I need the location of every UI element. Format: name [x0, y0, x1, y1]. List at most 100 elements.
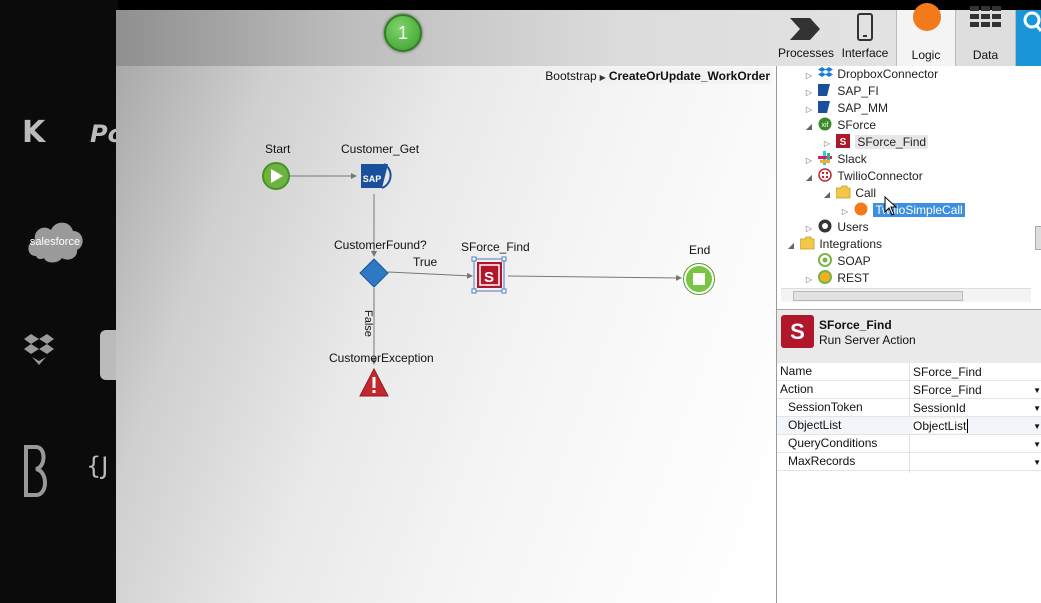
sap-icon	[818, 84, 831, 96]
top-toolbar: 1 Processes Interface Logic	[116, 3, 1041, 66]
collapse-arrow-icon[interactable]: ◢	[823, 190, 831, 199]
property-value[interactable]: SForce_Find	[913, 365, 982, 379]
tree-item-sap-fi[interactable]: ▷ SAP_FI	[803, 83, 879, 100]
tree-item-label: SForce	[837, 118, 877, 132]
tree-item-label: DropboxConnector	[837, 67, 939, 81]
property-row-action[interactable]: Action SForce_Find ▼	[777, 381, 1041, 399]
collapse-arrow-icon[interactable]: ◢	[787, 241, 795, 250]
property-row-queryconditions[interactable]: QueryConditions ▼	[777, 435, 1041, 453]
breadcrumb: Bootstrap▶CreateOrUpdate_WorkOrder	[543, 68, 772, 84]
collapse-arrow-icon[interactable]: ◢	[805, 173, 813, 182]
tree-item-label: TwilioConnector	[837, 169, 923, 183]
sap-icon	[818, 101, 831, 113]
start-node	[262, 162, 290, 190]
property-name: MaxRecords	[788, 454, 856, 468]
property-row-sessiontoken[interactable]: SessionToken SessionId ▼	[777, 399, 1041, 417]
tab-data[interactable]: Data	[956, 6, 1016, 66]
folder-icon	[800, 236, 815, 250]
properties-title: SForce_Find	[819, 318, 892, 332]
expand-arrow-icon[interactable]: ▷	[805, 224, 813, 233]
step-badge[interactable]: 1	[384, 14, 422, 52]
x-logo-glyph: K	[22, 115, 46, 150]
json-logo-glyph: {J	[86, 452, 109, 480]
tree-item-call-folder[interactable]: ◢ Call	[821, 185, 876, 202]
right-panel: ▷ DropboxConnector ▷ SAP_FI ▷ SAP_MM ◢ x…	[776, 66, 1041, 603]
service-studio-window: 1 Processes Interface Logic	[116, 3, 1041, 603]
property-value-input[interactable]: ObjectList	[913, 419, 969, 433]
edge-true-label: True	[413, 255, 438, 269]
tab-data-label: Data	[972, 48, 999, 62]
flow-canvas[interactable]: Bootstrap▶CreateOrUpdate_WorkOrder	[116, 66, 776, 603]
expand-arrow-icon[interactable]: ▷	[805, 156, 813, 165]
end-label: End	[689, 243, 711, 257]
property-value[interactable]: SessionId	[913, 401, 966, 415]
expand-arrow-icon[interactable]: ▷	[841, 207, 849, 216]
partial-app-icon	[100, 330, 118, 380]
tree-item-dropboxconnector[interactable]: ▷ DropboxConnector	[803, 66, 938, 83]
dropbox-icon	[818, 67, 834, 77]
expand-arrow-icon[interactable]: ▷	[805, 105, 813, 114]
property-value[interactable]: SForce_Find	[913, 383, 982, 397]
property-row-maxrecords[interactable]: MaxRecords ▼	[777, 453, 1041, 471]
breadcrumb-current: CreateOrUpdate_WorkOrder	[608, 69, 770, 83]
breadcrumb-separator-icon: ▶	[599, 73, 606, 82]
flow-diagram: SAP S	[262, 162, 715, 397]
breadcrumb-parent[interactable]: Bootstrap	[545, 69, 597, 83]
tab-interface[interactable]: Interface	[838, 10, 892, 66]
property-name: ObjectList	[788, 418, 842, 432]
left-background-strip: K Po salesforce {J	[0, 0, 124, 603]
tree-vertical-scrollbar[interactable]	[1035, 226, 1041, 250]
soap-icon	[818, 253, 833, 267]
properties-subtitle: Run Server Action	[819, 333, 916, 347]
tree-item-sforce[interactable]: ◢ xif SForce	[803, 117, 876, 134]
search-button[interactable]	[1016, 10, 1041, 66]
expand-arrow-icon[interactable]: ▷	[805, 71, 813, 80]
dropdown-arrow-icon[interactable]: ▼	[1033, 386, 1041, 395]
sforce-action-icon: S	[781, 315, 814, 348]
tree-item-integrations[interactable]: ◢ Integrations	[785, 236, 882, 253]
expand-arrow-icon[interactable]: ▷	[805, 88, 813, 97]
tree-item-sap-mm[interactable]: ▷ SAP_MM	[803, 100, 888, 117]
edge-true	[387, 271, 473, 279]
customer-exception-node	[359, 367, 389, 397]
dropdown-arrow-icon[interactable]: ▼	[1033, 440, 1041, 449]
customer-get-label: Customer_Get	[341, 142, 420, 156]
customer-exception-label: CustomerException	[329, 351, 434, 365]
tree-horizontal-scrollbar[interactable]	[781, 288, 1031, 302]
elements-tree: ▷ DropboxConnector ▷ SAP_FI ▷ SAP_MM ◢ x…	[777, 66, 1041, 304]
tab-processes[interactable]: Processes	[776, 10, 836, 66]
sap-icon-text: SAP	[363, 174, 382, 184]
property-name: Name	[780, 364, 813, 378]
property-row-objectlist[interactable]: ObjectList ObjectList ▼	[777, 417, 1041, 435]
tab-logic[interactable]: Logic	[896, 3, 956, 66]
property-row-name[interactable]: Name SForce_Find	[777, 363, 1041, 381]
search-icon	[1023, 11, 1041, 32]
tree-item-label: REST	[837, 271, 870, 285]
tree-item-twilioconnector[interactable]: ◢ TwilioConnector	[803, 168, 923, 185]
tree-item-label: Call	[855, 186, 877, 200]
tree-item-twiliosimplecall[interactable]: ▷ TwilioSimpleCall	[839, 202, 965, 219]
svg-text:xif: xif	[822, 122, 829, 129]
dropdown-arrow-icon[interactable]: ▼	[1033, 404, 1041, 413]
mouse-cursor-icon	[884, 196, 898, 216]
dropdown-arrow-icon[interactable]: ▼	[1033, 422, 1041, 431]
tree-item-slack[interactable]: ▷ Slack	[803, 151, 867, 168]
expand-arrow-icon[interactable]: ▷	[805, 275, 813, 284]
tree-item-rest[interactable]: ▷ REST	[803, 270, 869, 287]
property-name: SessionToken	[788, 400, 863, 414]
property-name: Action	[780, 382, 814, 396]
sforce-node-icon-text: S	[484, 269, 494, 286]
tree-item-label: Integrations	[819, 237, 883, 251]
tree-item-label: Slack	[837, 152, 867, 166]
collapse-arrow-icon[interactable]: ◢	[805, 122, 813, 131]
tree-item-label: Users	[837, 220, 869, 234]
tree-item-soap[interactable]: SOAP	[803, 253, 871, 270]
dropdown-arrow-icon[interactable]: ▼	[1033, 458, 1041, 467]
edge-sforce-to-end	[507, 274, 682, 281]
expand-arrow-icon[interactable]: ▷	[823, 139, 831, 148]
phone-icon	[857, 13, 873, 41]
tree-item-users[interactable]: ▷ Users	[803, 219, 869, 236]
scroll-thumb[interactable]	[793, 291, 963, 301]
properties-header: S SForce_Find Run Server Action	[777, 309, 1041, 363]
